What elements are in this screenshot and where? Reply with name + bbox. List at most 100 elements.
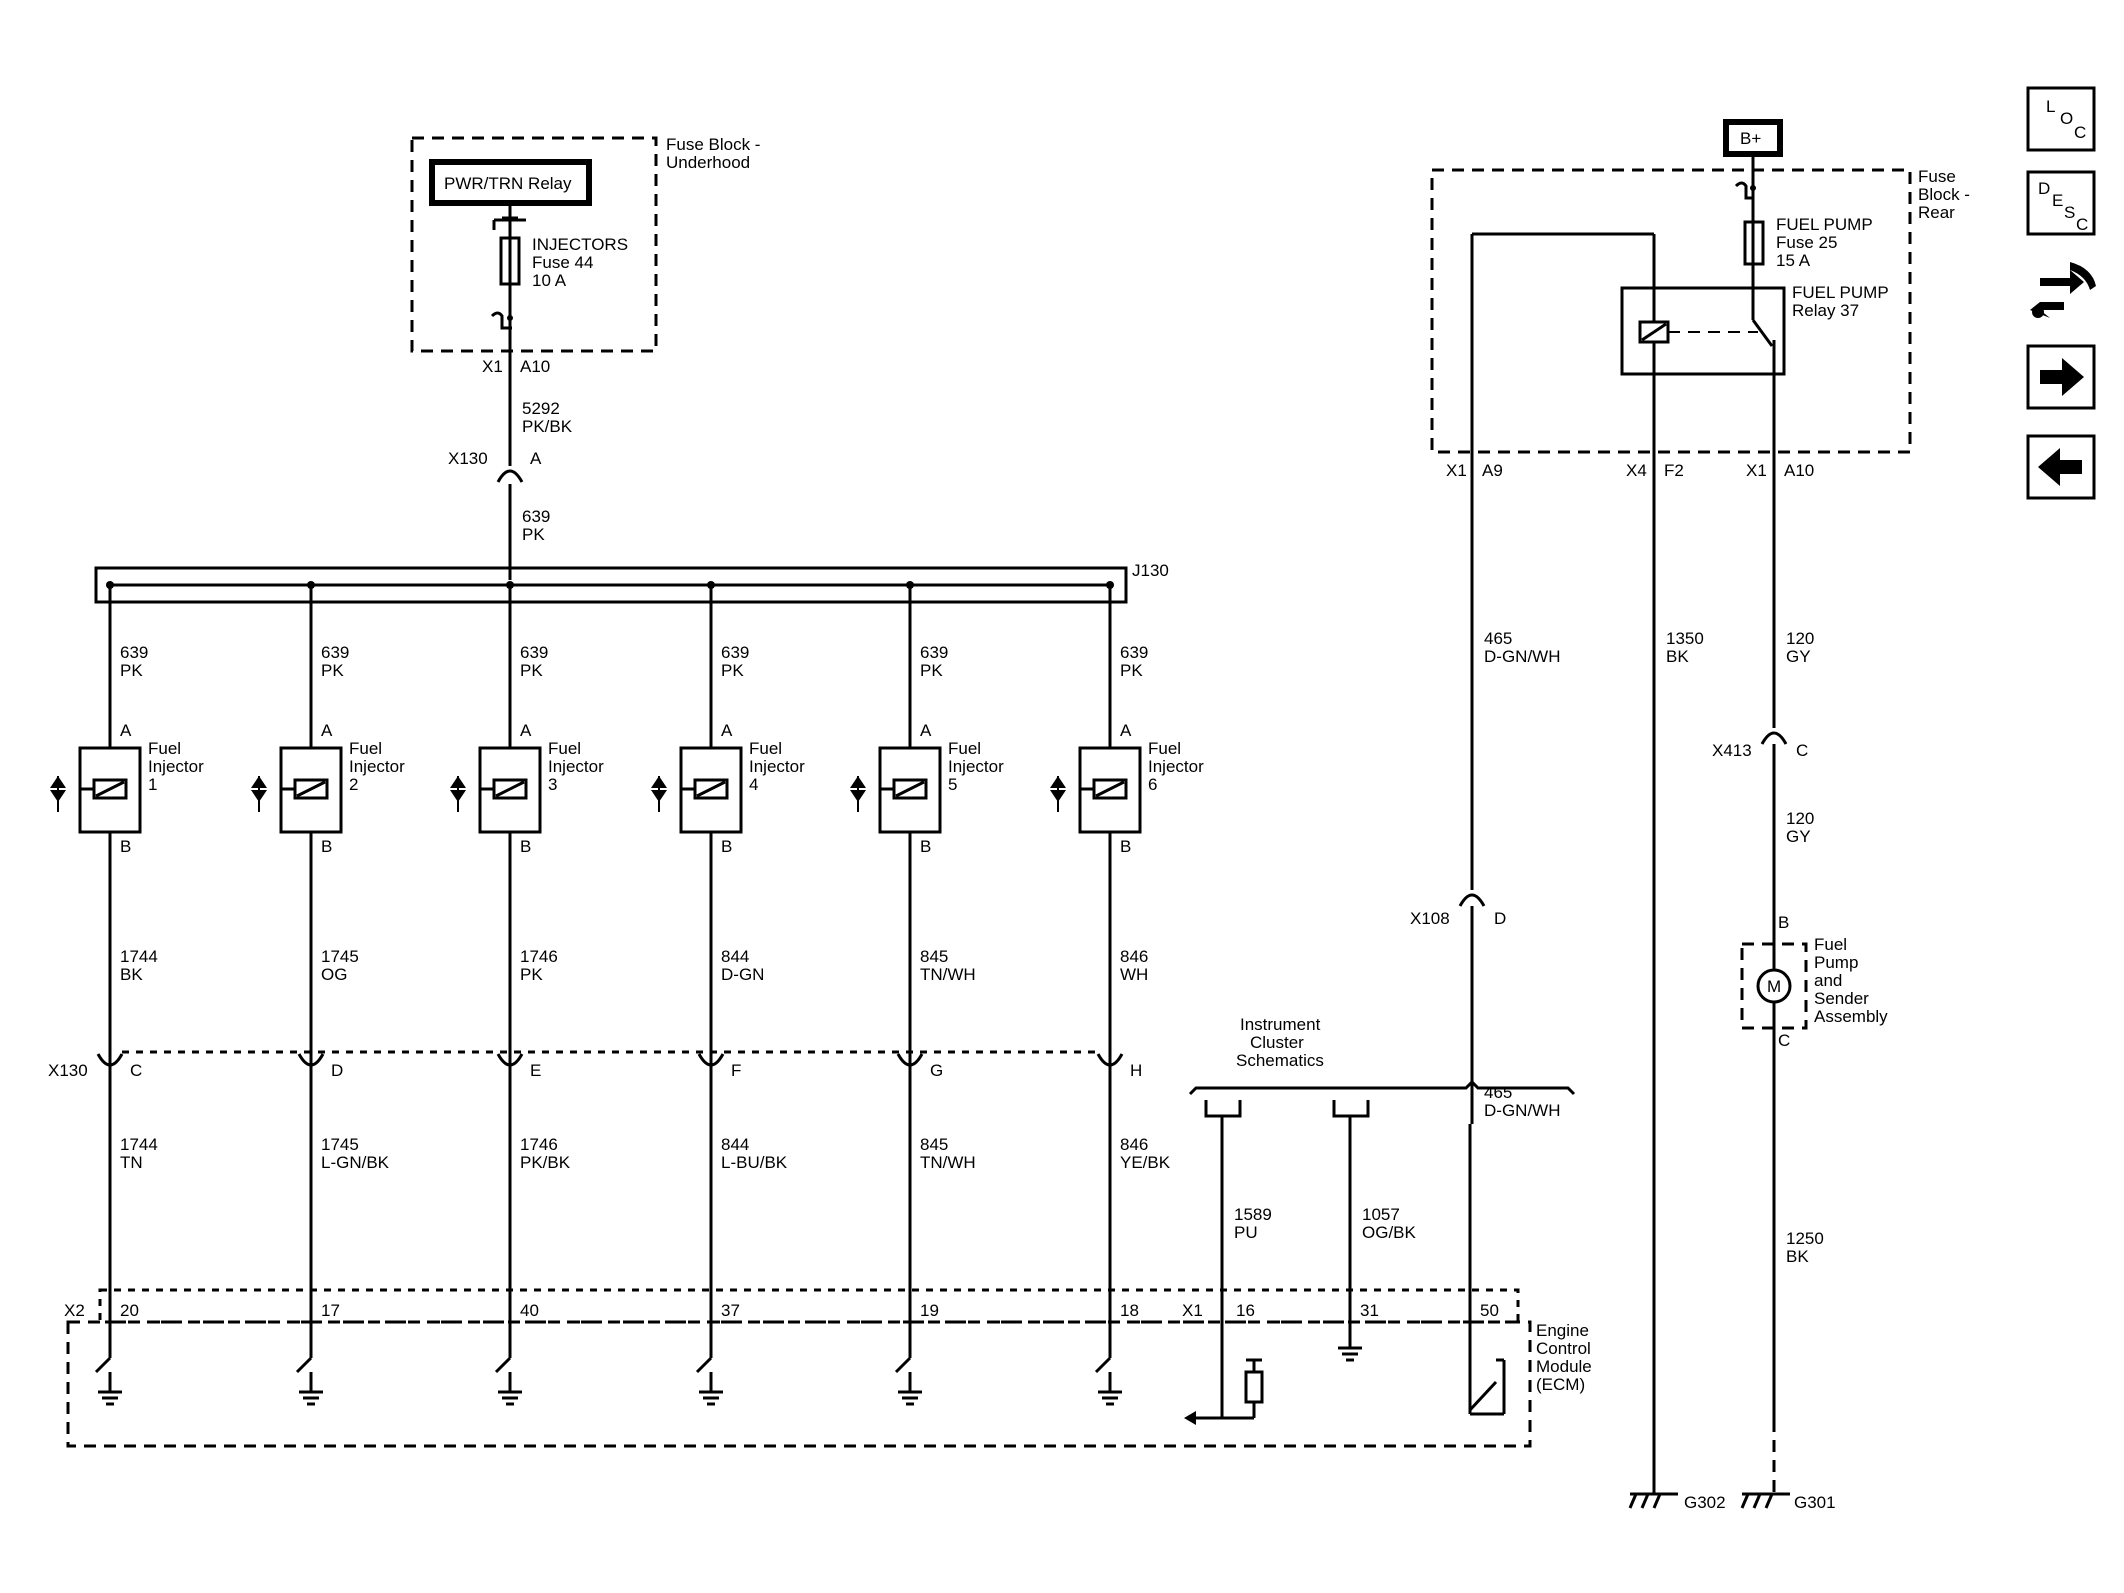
wire-1589-color: PU <box>1234 1223 1258 1242</box>
instrument-cluster-l1: Instrument <box>1240 1015 1321 1034</box>
wire-mid-color: OG <box>321 965 347 984</box>
connector-x108-pin: D <box>1494 909 1506 928</box>
wire-1589-circuit: 1589 <box>1234 1205 1272 1224</box>
left-arrow-icon <box>2038 448 2082 486</box>
rear-conn-x1-b: X1 <box>1746 461 1767 480</box>
desc-letter-c: C <box>2076 215 2088 234</box>
connector-x130-pin: E <box>530 1061 541 1080</box>
pump-label-l1: Fuel <box>1814 935 1847 954</box>
injector-name-l1: Fuel <box>548 739 581 758</box>
previous-arrow-button[interactable] <box>2026 434 2096 500</box>
connector-x130-pin: G <box>930 1061 943 1080</box>
injector-name-l1: Fuel <box>1148 739 1181 758</box>
fuse-block-rear: B+ Fuse Block - Rear FUEL PUMP Fuse 25 1… <box>1430 119 1970 480</box>
ground-g301: G301 <box>1794 1493 1836 1512</box>
ecm-pin-16: 16 <box>1236 1301 1255 1320</box>
pwr-trn-relay-label: PWR/TRN Relay <box>444 174 572 193</box>
wire-upper-color: PK <box>920 661 943 680</box>
injector-number: 4 <box>749 775 758 794</box>
wire-low-circuit: 1745 <box>321 1135 359 1154</box>
loc-letter-o: O <box>2060 109 2073 128</box>
wire-low-circuit: 845 <box>920 1135 948 1154</box>
connector-x130-pin: F <box>731 1061 741 1080</box>
relay-37-name: FUEL PUMP <box>1792 283 1889 302</box>
wire-639-color: PK <box>522 525 545 544</box>
wire-mid-circuit: 1744 <box>120 947 158 966</box>
connector-repair-icon[interactable] <box>2030 262 2096 318</box>
injector-name-l1: Fuel <box>349 739 382 758</box>
wire-120b-color: GY <box>1786 827 1811 846</box>
wire-120b-circuit: 120 <box>1786 809 1814 828</box>
wire-upper-circuit: 639 <box>1120 643 1148 662</box>
fuse-44-number: Fuse 44 <box>532 253 593 272</box>
wire-low-color: PK/BK <box>520 1153 571 1172</box>
injector-name-l2: Injector <box>349 757 405 776</box>
underhood-conn-x1: X1 <box>482 357 503 376</box>
pump-label-l5: Assembly <box>1814 1007 1888 1026</box>
injector-pin-b: B <box>721 837 732 856</box>
navigation-buttons: L O C D E S C <box>2026 86 2096 500</box>
battery-positive-label: B+ <box>1740 129 1761 148</box>
rear-pin-f2: F2 <box>1664 461 1684 480</box>
wire-low-circuit: 844 <box>721 1135 749 1154</box>
right-arrow-icon <box>2040 358 2084 396</box>
connector-x413: X413 <box>1712 741 1752 760</box>
fuse-block-rear-title-l3: Rear <box>1918 203 1955 222</box>
next-arrow-button[interactable] <box>2026 344 2096 410</box>
ecm-pin: 37 <box>721 1301 740 1320</box>
location-button[interactable]: L O C <box>2026 86 2096 152</box>
wire-465-circuit: 465 <box>1484 629 1512 648</box>
underhood-pin-a10: A10 <box>520 357 550 376</box>
injector-name-l2: Injector <box>749 757 805 776</box>
ecm-conn-x2: X2 <box>64 1301 85 1320</box>
injector-name-l2: Injector <box>1148 757 1204 776</box>
wire-upper-circuit: 639 <box>721 643 749 662</box>
wire-mid-color: WH <box>1120 965 1148 984</box>
injector-name-l1: Fuel <box>948 739 981 758</box>
fuse-block-rear-title-l2: Block - <box>1918 185 1970 204</box>
injector-number: 3 <box>548 775 557 794</box>
description-button[interactable]: D E S C <box>2026 170 2096 236</box>
fuse-25-number: Fuse 25 <box>1776 233 1837 252</box>
fuse-25-rating: 15 A <box>1776 251 1811 270</box>
ecm-pin-31: 31 <box>1360 1301 1379 1320</box>
wire-upper-circuit: 639 <box>920 643 948 662</box>
connector-x130-lower: X130 <box>48 1050 1098 1080</box>
ecm-conn-x1: X1 <box>1182 1301 1203 1320</box>
connector-x130-pin-a: A <box>530 449 542 468</box>
injector-name-l1: Fuel <box>749 739 782 758</box>
splice-j130-label: J130 <box>1132 561 1169 580</box>
fuse-block-underhood-title: Fuse Block - <box>666 135 760 154</box>
injector-pin-a: A <box>520 721 532 740</box>
wire-upper-circuit: 639 <box>520 643 548 662</box>
ecm-pin-50: 50 <box>1480 1301 1499 1320</box>
wire-upper-circuit: 639 <box>321 643 349 662</box>
wire-mid-color: TN/WH <box>920 965 976 984</box>
wire-upper-color: PK <box>120 661 143 680</box>
wire-mid-circuit: 846 <box>1120 947 1148 966</box>
connector-x413-pin: C <box>1796 741 1808 760</box>
injector-pin-a: A <box>920 721 932 740</box>
wire-5292-color: PK/BK <box>522 417 573 436</box>
wire-465-color: D-GN/WH <box>1484 647 1560 666</box>
injector-pin-a: A <box>1120 721 1132 740</box>
ecm-title-l1: Engine <box>1536 1321 1589 1340</box>
connector-x108: X108 <box>1410 909 1450 928</box>
rear-conn-x4: X4 <box>1626 461 1647 480</box>
loc-letter-l: L <box>2046 97 2055 116</box>
wire-mid-color: D-GN <box>721 965 764 984</box>
wire-low-circuit: 1744 <box>120 1135 158 1154</box>
fuse-44-rating: 10 A <box>532 271 567 290</box>
wire-mid-circuit: 1746 <box>520 947 558 966</box>
injector-pin-b: B <box>321 837 332 856</box>
injector-name-l2: Injector <box>948 757 1004 776</box>
wire-upper-color: PK <box>520 661 543 680</box>
relay-37-number: Relay 37 <box>1792 301 1859 320</box>
desc-letter-d: D <box>2038 179 2050 198</box>
wire-upper-color: PK <box>721 661 744 680</box>
